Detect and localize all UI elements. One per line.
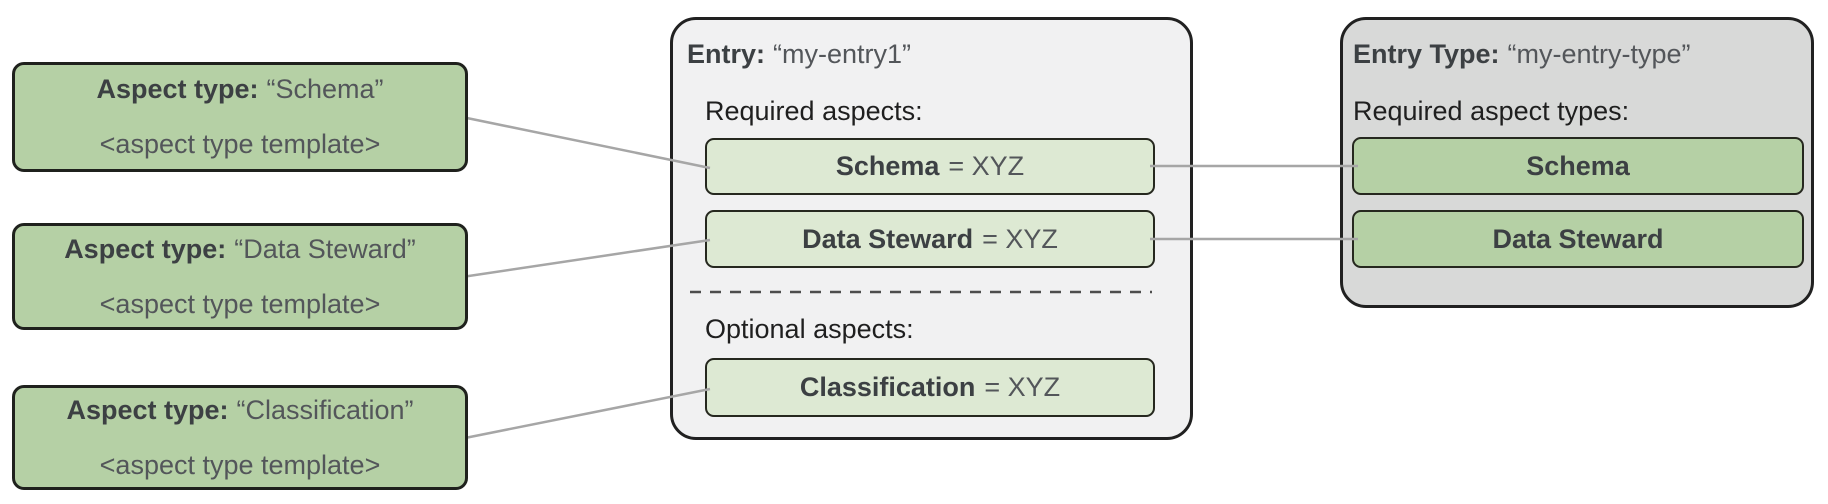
entry-type-row-data-steward: Data Steward (1352, 210, 1804, 268)
connector-schema-aspect-to-entry (461, 115, 711, 170)
aspect-type-title: Aspect type:“Data Steward” (64, 234, 416, 265)
aspect-type-box-classification: Aspect type:“Classification” <aspect typ… (12, 385, 468, 490)
entry-container: Entry:“my-entry1” Required aspects: Sche… (670, 17, 1193, 440)
aspect-name: Data Steward (802, 223, 974, 254)
aspect-type-box-data-steward: Aspect type:“Data Steward” <aspect type … (12, 223, 468, 330)
aspect-type-template: <aspect type template> (99, 288, 381, 319)
required-aspect-types-heading: Required aspect types: (1353, 96, 1630, 126)
aspect-type-title: Aspect type:“Classification” (66, 395, 413, 426)
required-aspects-heading: Required aspects: (705, 96, 923, 126)
entry-aspect-row-classification: Classification = XYZ (705, 358, 1155, 417)
entry-type-title: Entry Type:“my-entry-type” (1353, 39, 1691, 70)
aspect-name: Classification (799, 372, 976, 402)
aspect-type-name: Data Steward (1492, 223, 1664, 254)
optional-aspects-heading: Optional aspects: (705, 314, 914, 344)
aspect-value: = XYZ (982, 223, 1058, 254)
aspect-type-name: “Classification” (236, 394, 414, 425)
aspect-type-label: Aspect type: (64, 233, 227, 264)
aspect-type-template: <aspect type template> (99, 449, 381, 480)
aspect-type-name: “Data Steward” (234, 233, 416, 264)
entry-type-label: Entry Type: (1353, 39, 1500, 69)
aspect-value: = XYZ (984, 372, 1061, 402)
entry-aspect-row-schema: Schema = XYZ (705, 138, 1155, 195)
entry-aspect-row-data-steward: Data Steward = XYZ (705, 210, 1155, 268)
connector-classification-aspect-to-entry (464, 387, 711, 440)
aspect-type-label: Aspect type: (66, 394, 229, 425)
aspect-type-box-schema: Aspect type:“Schema” <aspect type templa… (12, 62, 468, 172)
entry-label: Entry: (687, 39, 766, 69)
aspect-name: Schema (835, 151, 940, 181)
aspect-type-title: Aspect type:“Schema” (96, 74, 383, 105)
connector-data-steward-aspect-to-entry (461, 238, 711, 279)
entry-type-row-schema: Schema (1352, 137, 1804, 195)
entry-name: “my-entry1” (773, 39, 912, 69)
entry-title: Entry:“my-entry1” (687, 39, 911, 70)
aspect-type-template: <aspect type template> (99, 129, 381, 159)
entry-type-name: “my-entry-type” (1507, 39, 1691, 69)
aspect-type-name: “Schema” (266, 74, 384, 104)
entry-type-container: Entry Type:“my-entry-type” Required aspe… (1340, 17, 1814, 308)
aspect-value: = XYZ (948, 151, 1025, 181)
aspect-type-name: Schema (1526, 150, 1630, 181)
aspect-type-label: Aspect type: (96, 74, 259, 104)
